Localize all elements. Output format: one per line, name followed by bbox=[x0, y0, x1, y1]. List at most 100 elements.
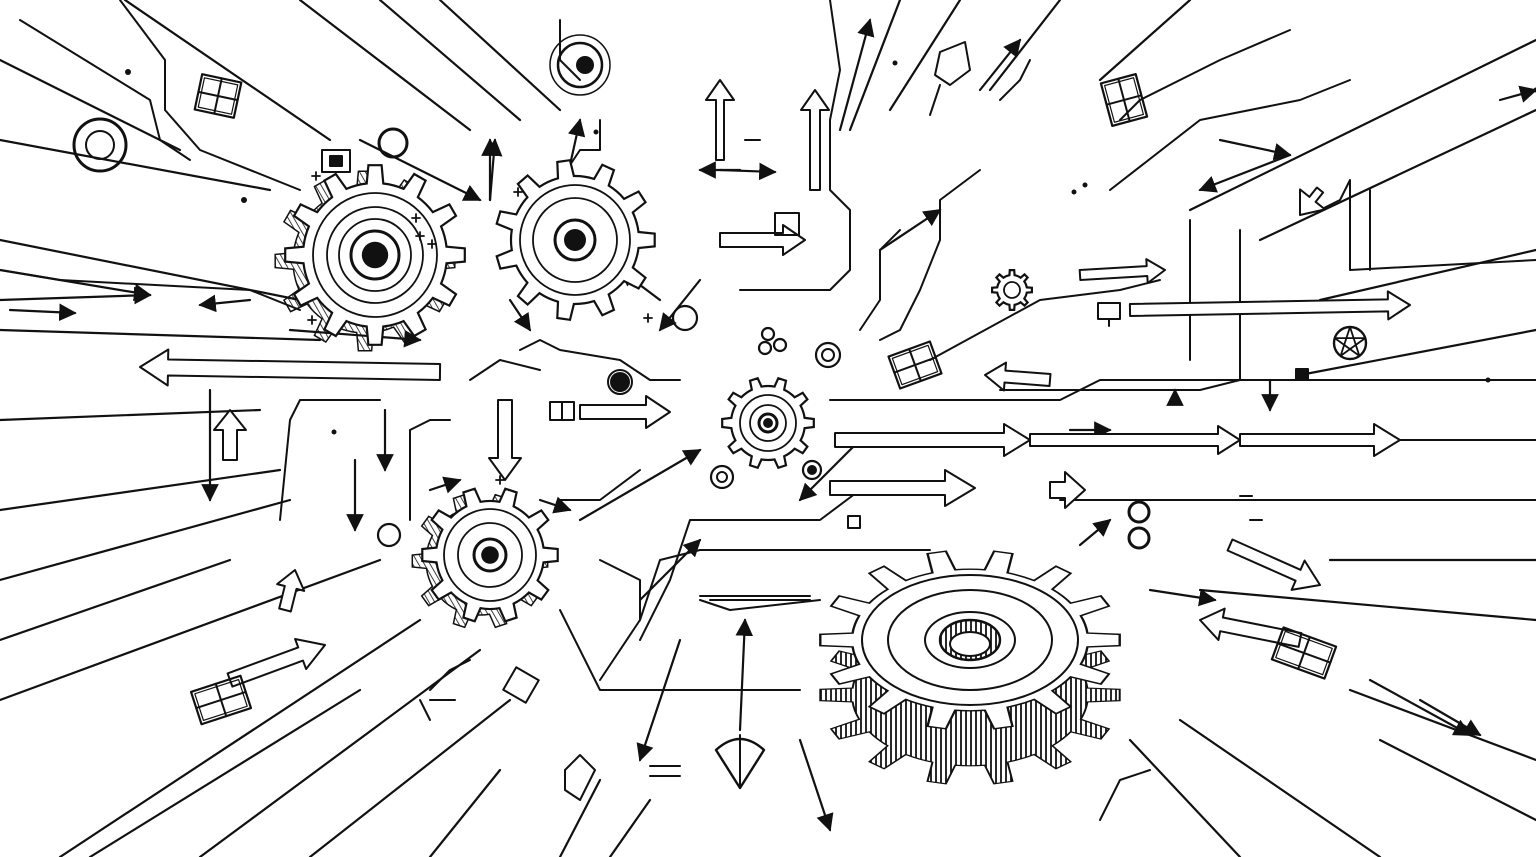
block-arrow-icon bbox=[488, 399, 522, 481]
gear-ring bbox=[519, 184, 631, 296]
gear-ring bbox=[457, 522, 523, 588]
circuit-trace bbox=[879, 169, 981, 341]
diamond-drop-icon bbox=[714, 737, 766, 790]
radial-line bbox=[848, 0, 902, 132]
concentric-ring-icon bbox=[1127, 526, 1151, 550]
radial-line bbox=[198, 648, 482, 857]
circuit-trace bbox=[739, 0, 851, 291]
circuit-trace bbox=[1119, 29, 1291, 121]
radial-line bbox=[0, 498, 292, 582]
block-arrow-icon bbox=[834, 423, 1031, 457]
concentric-ring-icon bbox=[760, 326, 776, 342]
gear-large-topleft bbox=[274, 164, 466, 352]
arrow-icon bbox=[484, 138, 503, 202]
radial-line bbox=[1188, 38, 1536, 212]
radial-line bbox=[0, 138, 272, 192]
chip-icon bbox=[774, 212, 800, 236]
circuit-trace bbox=[419, 699, 431, 721]
arrow-icon bbox=[288, 328, 422, 348]
concentric-ring-icon bbox=[607, 369, 633, 395]
block-arrow-icon bbox=[226, 638, 326, 688]
chip-icon bbox=[502, 666, 540, 704]
block-arrow-icon bbox=[1239, 423, 1401, 457]
block-arrow-icon bbox=[1226, 538, 1321, 591]
grid-window-icon bbox=[193, 73, 243, 119]
arrow-icon bbox=[1498, 85, 1536, 103]
radial-line bbox=[1198, 588, 1536, 622]
arrow-icon bbox=[1368, 678, 1472, 737]
circuit-trace bbox=[409, 419, 451, 521]
arrow-icon bbox=[1078, 518, 1112, 547]
circuit-trace bbox=[559, 609, 801, 691]
radial-line bbox=[378, 0, 522, 122]
block-arrow-icon bbox=[276, 569, 306, 613]
gear-ring bbox=[532, 197, 618, 283]
circuit-trace bbox=[599, 549, 931, 681]
block-arrow-icon bbox=[579, 395, 671, 429]
dot-icon bbox=[1485, 377, 1491, 383]
circuit-trace bbox=[829, 379, 1536, 401]
grid-window-icon bbox=[1099, 72, 1149, 128]
gear-ring bbox=[749, 404, 787, 442]
grid-window-icon bbox=[887, 340, 943, 390]
dot-icon bbox=[610, 372, 630, 392]
circuit-trace bbox=[559, 469, 641, 501]
arrows bbox=[0, 18, 1536, 832]
arrow-icon bbox=[878, 208, 942, 252]
radial-line bbox=[1128, 738, 1242, 857]
circuit-trace bbox=[1099, 769, 1151, 821]
arrow-icon bbox=[538, 496, 572, 514]
block-arrow-icon bbox=[705, 79, 735, 161]
dot-icon bbox=[1082, 182, 1088, 188]
concentric-ring-icon bbox=[814, 341, 842, 369]
chip-icon bbox=[321, 149, 351, 173]
concentric-ring-icon bbox=[549, 34, 611, 96]
small-icons bbox=[72, 34, 1536, 801]
arrow-icon bbox=[8, 303, 77, 322]
arrow-icon bbox=[428, 476, 462, 494]
radial-line bbox=[308, 698, 512, 857]
circuit-trace bbox=[1319, 179, 1536, 271]
circuit-traces bbox=[0, 0, 1536, 821]
hexagon-icon bbox=[564, 754, 596, 801]
block-arrow-icon bbox=[1128, 290, 1411, 321]
chip-icon bbox=[847, 515, 861, 529]
block-arrow-icon bbox=[1299, 186, 1326, 216]
grid-window-icon bbox=[1270, 626, 1338, 680]
radial-line bbox=[1258, 108, 1536, 242]
radial-line bbox=[298, 0, 472, 132]
circuit-trace bbox=[429, 659, 471, 691]
dot-icon bbox=[241, 197, 247, 203]
concentric-ring-icon bbox=[377, 127, 409, 159]
arrow-icon bbox=[0, 286, 152, 305]
circuit-trace bbox=[19, 19, 191, 161]
gear-hub-center bbox=[564, 229, 586, 251]
chip-core bbox=[329, 155, 343, 167]
radial-line bbox=[0, 468, 282, 512]
block-arrow-icon bbox=[829, 469, 976, 507]
grid-window-icon bbox=[189, 674, 253, 726]
radial-line bbox=[988, 0, 1062, 92]
radial-line bbox=[0, 58, 182, 152]
arrow-icon bbox=[798, 738, 834, 832]
block-arrow-icon bbox=[1049, 471, 1086, 509]
radial-line bbox=[0, 558, 382, 702]
arrow-icon bbox=[735, 618, 754, 732]
arrow-icon bbox=[1198, 153, 1292, 193]
gear-ring bbox=[861, 574, 1079, 706]
radial-line bbox=[1298, 328, 1536, 377]
concentric-ring-icon bbox=[821, 348, 835, 362]
dot-icon bbox=[892, 60, 898, 66]
pentagram-circle-icon bbox=[1332, 325, 1368, 361]
arrow-icon bbox=[1418, 698, 1482, 737]
block-arrow-icon bbox=[1078, 258, 1166, 284]
arrow-icon bbox=[978, 38, 1022, 92]
arrow-icon bbox=[578, 448, 702, 522]
block-arrow-icon bbox=[719, 224, 806, 256]
chip-icon bbox=[1295, 368, 1309, 380]
radial-line bbox=[888, 0, 962, 112]
radial-line bbox=[123, 0, 332, 142]
